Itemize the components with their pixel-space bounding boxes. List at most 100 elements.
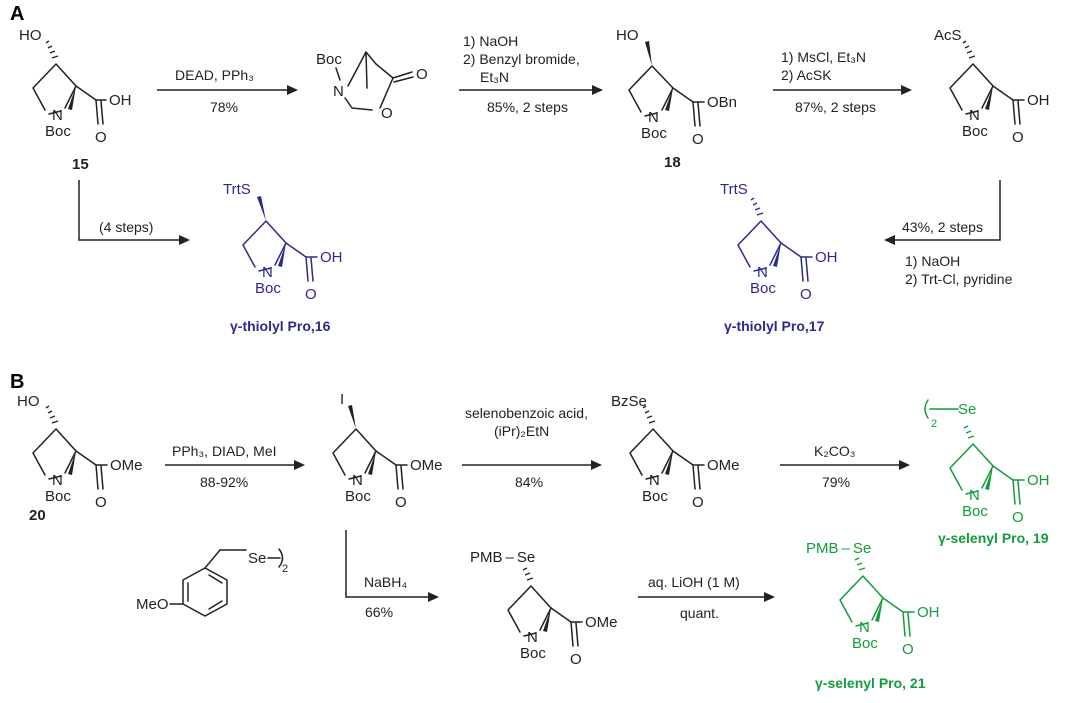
yield-text: 79% — [822, 474, 850, 490]
subscript-label: 2 — [282, 563, 288, 575]
thioacetate-label: AcS — [934, 27, 962, 44]
acid-oh-label: OH — [1027, 472, 1050, 489]
arrow-head — [884, 235, 895, 245]
pmb-seleno-label: PMB – Se — [470, 549, 535, 566]
hydroxyl-label: HO — [616, 27, 639, 44]
ester-label: OBn — [707, 94, 737, 111]
compound-20-structure: HO OMe N Boc O — [17, 393, 143, 511]
ester-label: OMe — [707, 457, 740, 474]
boc-label: Boc — [255, 280, 281, 297]
nitrogen-label: N — [648, 109, 659, 126]
arrow-head — [179, 235, 190, 245]
ester-label: OMe — [410, 457, 443, 474]
acid-oh-label: OH — [917, 604, 940, 621]
boc-label: Boc — [641, 125, 667, 142]
arrow-head — [294, 460, 305, 470]
ester-label: OMe — [110, 457, 143, 474]
nitrogen-label: N — [757, 264, 768, 281]
condition-text: 2) AcSK — [781, 67, 832, 83]
nitrogen-label: N — [333, 83, 344, 100]
product-19-structure: Se 2 OH N Boc O — [924, 399, 1050, 526]
yield-text: 43%, 2 steps — [902, 219, 983, 235]
carbonyl-o-label: O — [692, 131, 704, 148]
condition-text: 1) MsCl, Et₃N — [781, 49, 866, 65]
boc-label: Boc — [316, 51, 342, 68]
compound-20-label: 20 — [29, 507, 46, 524]
carbonyl-o-label: O — [395, 494, 407, 511]
condition-text: (4 steps) — [99, 219, 153, 235]
condition-text: NaBH₄ — [364, 574, 407, 590]
trityl-thio-label: TrtS — [720, 181, 748, 198]
condition-text: (iPr)₂EtN — [494, 423, 549, 439]
product-17-structure: TrtS OH N Boc O — [720, 181, 838, 303]
nitrogen-label: N — [52, 107, 63, 124]
yield-text: 78% — [210, 99, 238, 115]
condition-text: DEAD, PPh₃ — [175, 67, 254, 83]
panel-b-label: B — [10, 371, 24, 393]
iodide-structure: I OMe N Boc O — [332, 391, 443, 511]
product-21-structure: PMB – Se OH N Boc O — [806, 540, 940, 658]
hydroxyl-label: HO — [19, 27, 42, 44]
thioacetate-acid-structure: AcS OH N Boc O — [934, 27, 1050, 146]
hash-bond — [45, 40, 59, 59]
nitrogen-label: N — [352, 472, 363, 489]
boc-label: Boc — [45, 488, 71, 505]
acid-oh-label: OH — [1027, 92, 1050, 109]
carbonyl-o-label: O — [902, 641, 914, 658]
product-21-label: γ-selenyl Pro, 21 — [815, 675, 926, 691]
compound-18-structure: HO OBn N Boc O — [616, 27, 737, 148]
product-17-label: γ-thiolyl Pro,17 — [724, 318, 825, 334]
pmb-se-ester-structure: PMB – Se OMe N Boc O — [470, 549, 618, 668]
arrow-head — [899, 460, 910, 470]
nitrogen-label: N — [262, 264, 273, 281]
condition-text: Et₃N — [480, 69, 509, 85]
condition-text: 1) NaOH — [905, 253, 960, 269]
boc-label: Boc — [852, 635, 878, 652]
boc-label: Boc — [962, 503, 988, 520]
boc-label: Boc — [962, 123, 988, 140]
carbonyl-o-label: O — [800, 286, 812, 303]
arrow-head — [901, 85, 912, 95]
selenobenzoate-structure: BzSe OMe N Boc O — [611, 393, 740, 511]
compound-18-label: 18 — [664, 154, 681, 171]
carbonyl-o-label: O — [416, 66, 428, 83]
condition-text: K₂CO₃ — [814, 443, 855, 459]
arrow-head — [591, 460, 602, 470]
compound-15-structure: HO OH N Boc O — [19, 27, 132, 146]
yield-text: 88-92% — [200, 474, 248, 490]
yield-text: quant. — [680, 605, 719, 621]
nitrogen-label: N — [649, 472, 660, 489]
nitrogen-label: N — [969, 487, 980, 504]
carbonyl-o-label: O — [692, 494, 704, 511]
carbonyl-o-label: O — [1012, 129, 1024, 146]
nitrogen-label: N — [969, 107, 980, 124]
reaction-arrow — [78, 180, 185, 241]
condition-text: aq. LiOH (1 M) — [648, 574, 740, 590]
product-16-label: γ-thiolyl Pro,16 — [230, 318, 331, 334]
carbonyl-o-label: O — [305, 286, 317, 303]
selenium-label: Se — [958, 401, 976, 418]
arrow-head — [764, 592, 775, 602]
boc-label: Boc — [642, 488, 668, 505]
yield-text: 85%, 2 steps — [487, 99, 568, 115]
pmb-seleno-label: PMB – Se — [806, 540, 871, 557]
carbonyl-o-label: O — [95, 494, 107, 511]
pmb-diselenide-structure: Se 2 MeO — [136, 548, 288, 617]
nitrogen-label: N — [52, 472, 63, 489]
boc-label: Boc — [520, 645, 546, 662]
reaction-arrow — [889, 180, 1001, 241]
ester-label: OMe — [585, 614, 618, 631]
condition-text: PPh₃, DIAD, MeI — [172, 443, 277, 459]
yield-text: 87%, 2 steps — [795, 99, 876, 115]
iodine-label: I — [340, 391, 344, 408]
condition-text: 2) Benzyl bromide, — [463, 51, 580, 67]
nitrogen-label: N — [859, 619, 870, 636]
condition-text: 1) NaOH — [463, 33, 518, 49]
hydroxyl-label: HO — [17, 393, 40, 410]
trityl-thio-label: TrtS — [223, 181, 251, 198]
reaction-arrow — [345, 530, 434, 598]
carbonyl-o-label: O — [1012, 509, 1024, 526]
ring-o-label: O — [381, 105, 393, 122]
benzoylseleno-label: BzSe — [611, 393, 647, 410]
boc-label: Boc — [345, 488, 371, 505]
